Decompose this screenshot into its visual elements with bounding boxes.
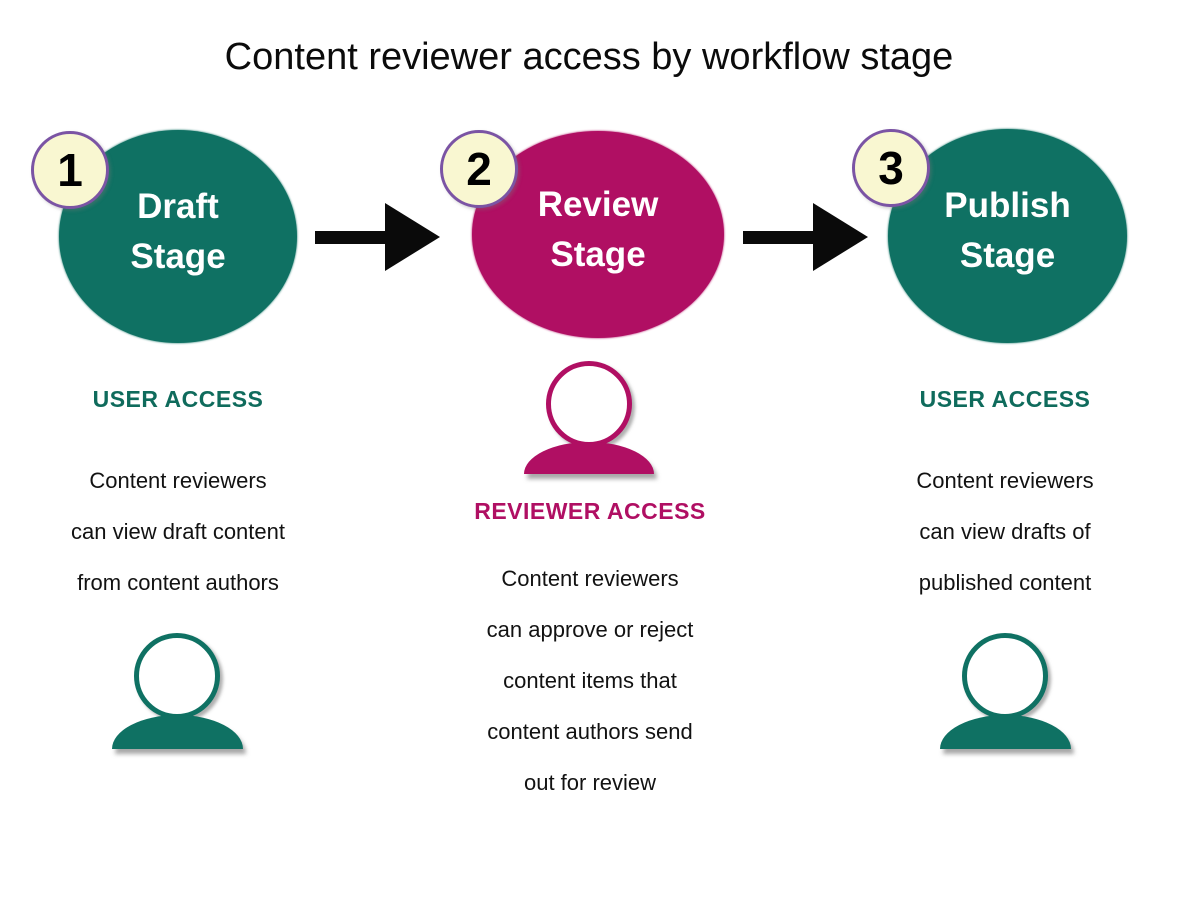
reviewer-access-line: content authors send [487, 719, 693, 744]
stage-2-number-badge: 2 [440, 130, 518, 208]
person-torso-icon [524, 442, 654, 474]
stage-publish-label: Publish Stage [944, 186, 1071, 275]
draft-access-line: can view draft content [70, 519, 285, 544]
arrow-right-icon [315, 203, 440, 271]
draft-access-line: Content reviewers [89, 468, 267, 493]
person-torso-icon [940, 715, 1071, 749]
reviewer-access-text: Content reviewers can approve or reject … [430, 553, 750, 808]
reviewer-person-icon [524, 361, 654, 474]
reviewer-access-line: out for review [523, 770, 657, 795]
person-head-icon [962, 633, 1048, 719]
publish-access-text: Content reviewers can view drafts of pub… [845, 455, 1165, 608]
stage-2-number: 2 [466, 143, 492, 195]
reviewer-access-header: REVIEWER ACCESS [474, 498, 706, 524]
stage-review-ellipse: Review Stage [472, 131, 724, 338]
draft-access-line: from content authors [77, 570, 279, 595]
draft-access-header: USER ACCESS [92, 386, 264, 412]
reviewer-access-line: Content reviewers [501, 566, 679, 591]
publish-access-line: can view drafts of [919, 519, 1091, 544]
stage-1-number-badge: 1 [31, 131, 109, 209]
person-head-icon [134, 633, 220, 719]
user-person-icon [112, 633, 243, 749]
reviewer-access-line: can approve or reject [486, 617, 694, 642]
stage-3-number-badge: 3 [852, 129, 930, 207]
arrow-right-icon [743, 203, 868, 271]
publish-access-line: published content [918, 570, 1092, 595]
reviewer-access-line: content items that [503, 668, 677, 693]
diagram-title: Content reviewer access by workflow stag… [224, 36, 954, 78]
draft-access-text: Content reviewers can view draft content… [18, 455, 338, 608]
publish-access-line: Content reviewers [916, 468, 1094, 493]
stage-1-number: 1 [57, 144, 83, 196]
person-head-icon [546, 361, 632, 447]
stage-3-number: 3 [878, 142, 904, 194]
person-torso-icon [112, 715, 243, 749]
stage-review-label: Review Stage [537, 184, 659, 274]
stage-draft-label: Draft Stage [130, 186, 226, 276]
publish-access-header: USER ACCESS [919, 386, 1091, 412]
user-person-icon [940, 633, 1071, 749]
